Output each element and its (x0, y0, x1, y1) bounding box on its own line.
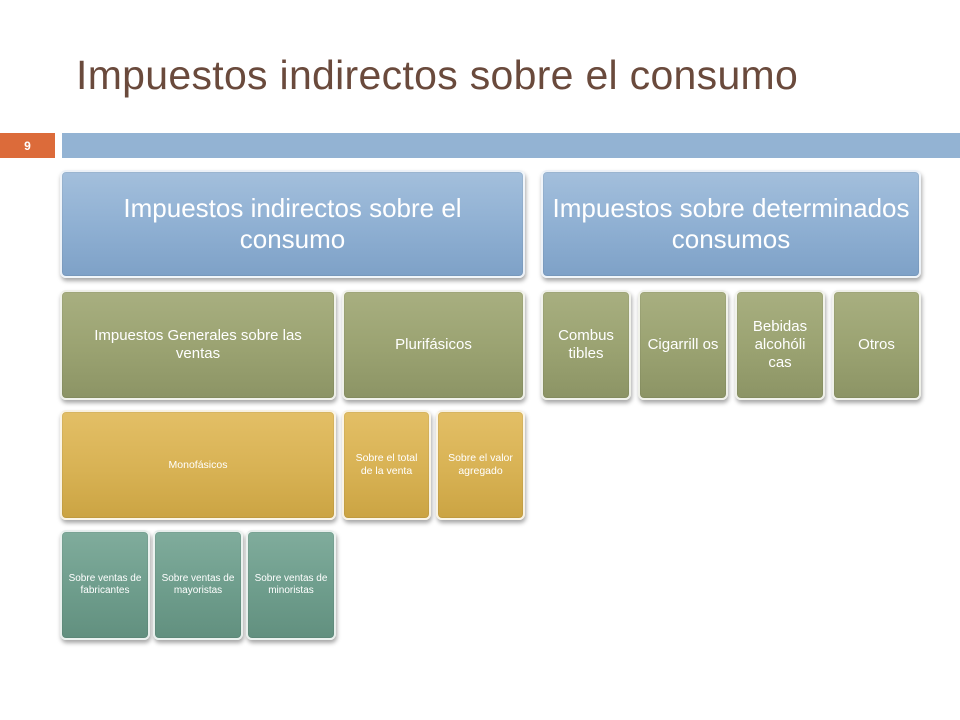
node-label: Impuestos indirectos sobre el consumo (123, 192, 462, 254)
node-label: Cigarrill os (647, 336, 719, 353)
node-label: Bebidas alcohóli cas (752, 318, 808, 371)
slide-title: Impuestos indirectos sobre el consumo (76, 52, 799, 98)
node-label: Sobre el total de la venta (355, 452, 418, 477)
node-label: Sobre el valor agregado (448, 452, 513, 477)
node-value-added: Sobre el valor agregado (436, 410, 525, 520)
node-retail-sales: Sobre ventas de minoristas (246, 530, 336, 640)
node-label: Combus tibles (558, 327, 614, 362)
node-label: Impuestos Generales sobre las ventas (94, 327, 302, 362)
node-label: Sobre ventas de minoristas (254, 573, 328, 596)
node-manufacturer-sales: Sobre ventas de fabricantes (60, 530, 150, 640)
node-fuels: Combus tibles (541, 290, 631, 400)
header-bar (62, 133, 960, 158)
node-plurifasicos: Plurifásicos (342, 290, 525, 400)
node-total-sale: Sobre el total de la venta (342, 410, 431, 520)
node-label: Plurifásicos (395, 336, 472, 353)
node-general-sales-taxes: Impuestos Generales sobre las ventas (60, 290, 336, 400)
node-specific-consumption-taxes: Impuestos sobre determinados consumos (541, 170, 921, 278)
node-label: Sobre ventas de mayoristas (161, 573, 235, 596)
node-wholesale-sales: Sobre ventas de mayoristas (153, 530, 243, 640)
node-monofasicos: Monofásicos (60, 410, 336, 520)
node-label: Sobre ventas de fabricantes (68, 573, 142, 596)
node-alcoholic-beverages: Bebidas alcohóli cas (735, 290, 825, 400)
page-number-badge: 9 (0, 133, 55, 158)
node-label: Monofásicos (168, 458, 228, 471)
node-label: Otros (858, 336, 895, 353)
node-label: Impuestos sobre determinados consumos (552, 192, 910, 254)
page-number: 9 (24, 138, 31, 153)
node-others: Otros (832, 290, 921, 400)
node-indirect-consumption-taxes: Impuestos indirectos sobre el consumo (60, 170, 525, 278)
node-cigarettes: Cigarrill os (638, 290, 728, 400)
